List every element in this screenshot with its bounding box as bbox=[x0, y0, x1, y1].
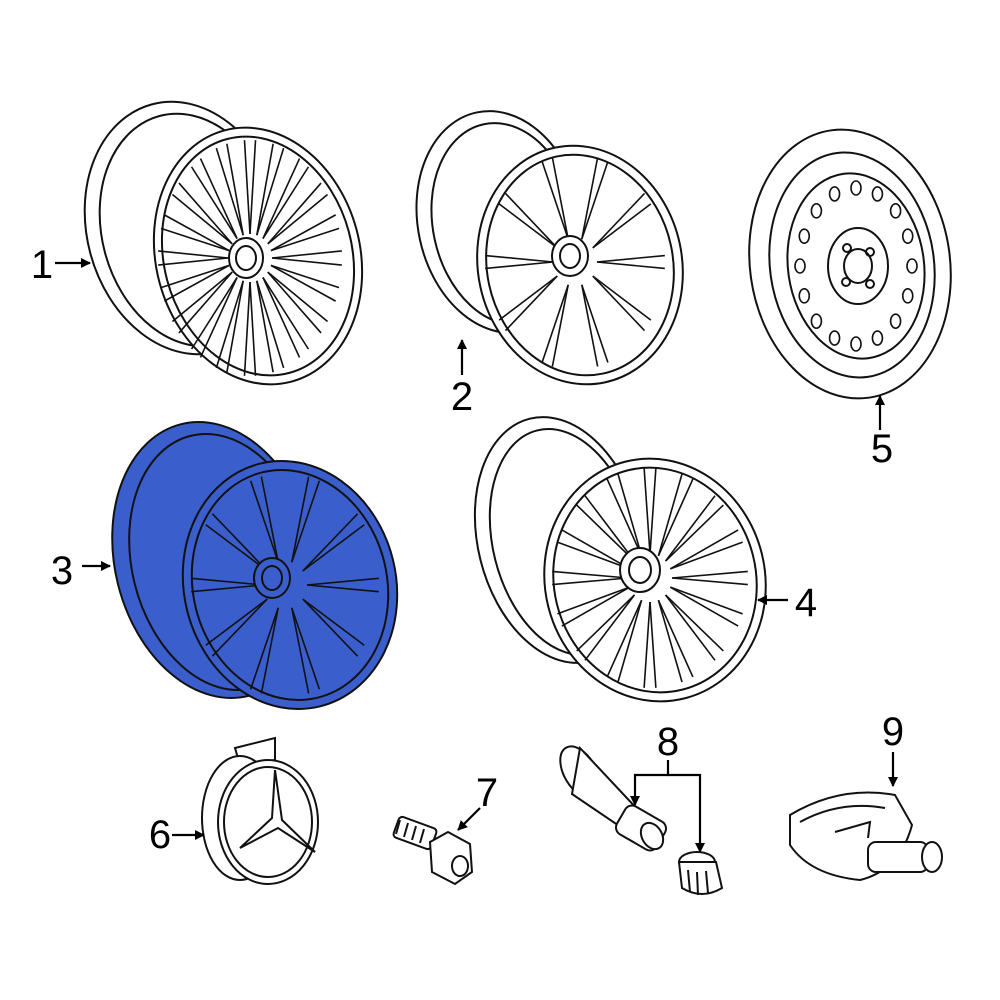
wheel-3-highlighted[interactable] bbox=[84, 400, 423, 732]
callout-5: 5 bbox=[871, 427, 893, 471]
valve-stem-part-8[interactable] bbox=[552, 740, 669, 854]
callout-1: 1 bbox=[31, 243, 53, 287]
callout-2: 2 bbox=[451, 375, 473, 419]
callout-7: 7 bbox=[476, 771, 498, 815]
valve-cap-part-8[interactable] bbox=[677, 851, 724, 896]
wheel-3-spokes bbox=[191, 476, 379, 694]
arrow-8a bbox=[630, 760, 670, 806]
callout-arrows bbox=[55, 258, 898, 853]
wheel-4[interactable] bbox=[450, 399, 791, 725]
callout-4: 4 bbox=[795, 581, 817, 625]
spare-vent-holes bbox=[794, 180, 918, 352]
wheel-4-spokes bbox=[552, 468, 748, 688]
star-emblem-icon bbox=[239, 769, 316, 853]
wheel-2[interactable] bbox=[397, 95, 705, 403]
wheel-bolt-part-7[interactable] bbox=[392, 815, 474, 886]
wheel-5-spare[interactable] bbox=[732, 116, 968, 411]
callout-3: 3 bbox=[51, 549, 73, 593]
callout-8: 8 bbox=[657, 720, 679, 764]
wheel-2-spokes bbox=[485, 157, 665, 367]
arrow-7 bbox=[457, 807, 481, 831]
callout-6: 6 bbox=[149, 813, 171, 857]
tpms-sensor-part-9[interactable] bbox=[789, 791, 943, 882]
callout-9: 9 bbox=[882, 710, 904, 754]
wheel-1[interactable] bbox=[57, 79, 390, 408]
arrow-8b bbox=[668, 773, 705, 853]
center-cap-part-6[interactable] bbox=[201, 736, 319, 885]
wheel-1-spokes bbox=[158, 140, 342, 376]
